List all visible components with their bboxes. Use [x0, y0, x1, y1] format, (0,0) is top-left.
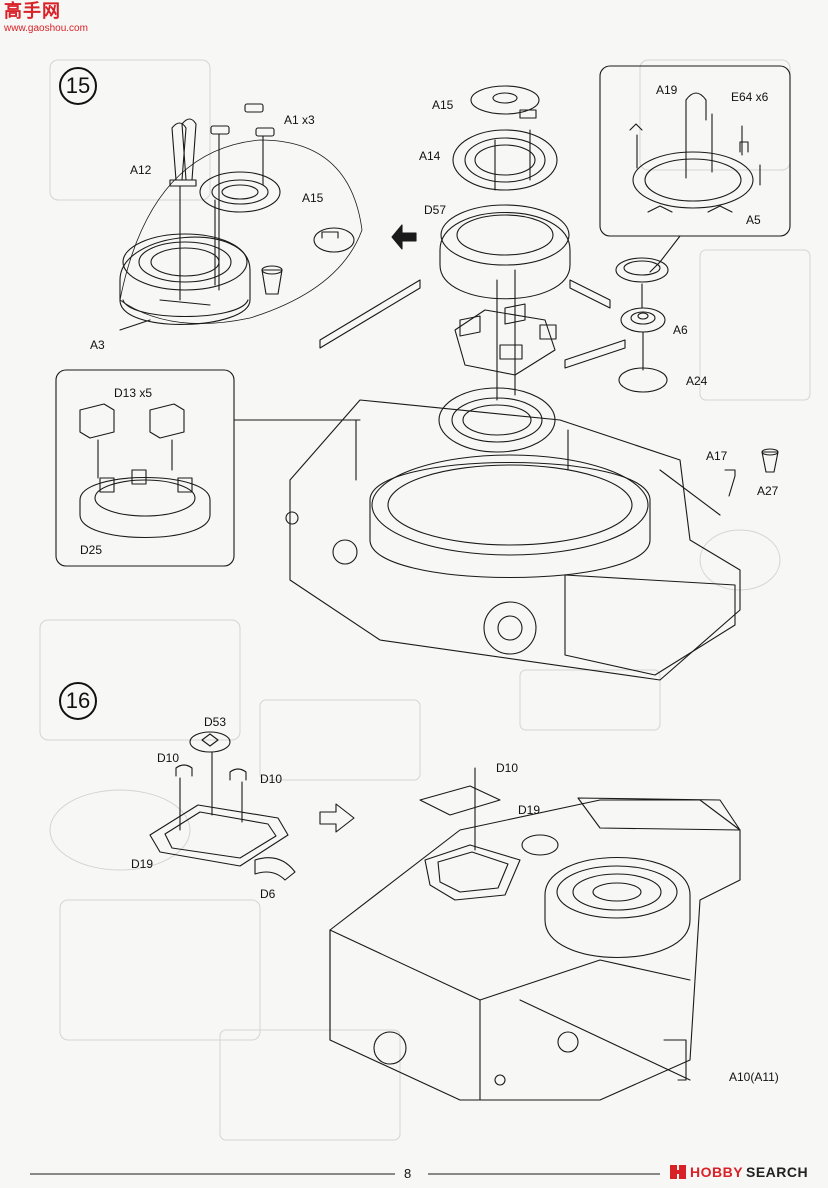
watermark-site-chars: 高手网 — [4, 1, 61, 22]
label-d19-left: D19 — [131, 857, 154, 871]
label-a15-top: A15 — [432, 98, 454, 112]
label-a3: A3 — [90, 338, 105, 352]
label-a17: A17 — [706, 449, 728, 463]
label-a14: A14 — [419, 149, 441, 163]
label-a5: A5 — [746, 213, 761, 227]
footer-brand-suffix: SEARCH — [746, 1164, 809, 1180]
step-number-16: 16 — [59, 682, 97, 720]
step-number-15: 15 — [59, 67, 97, 105]
label-d10-main: D10 — [496, 761, 519, 775]
gaoshou-logo-icon: 高手网 www.gaoshou.com — [4, 1, 88, 38]
hobbysearch-logo-icon: HOBBY SEARCH — [668, 1162, 822, 1182]
label-d6: D6 — [260, 887, 276, 901]
label-d13-x5: D13 x5 — [114, 386, 153, 400]
label-e64-x6: E64 x6 — [731, 90, 769, 104]
footer-brand: HOBBY — [690, 1164, 744, 1180]
label-a1-x3: A1 x3 — [284, 113, 315, 127]
label-a19: A19 — [656, 83, 678, 97]
hobbysearch-mark-icon — [670, 1165, 686, 1179]
label-d10-right: D10 — [260, 772, 283, 786]
label-a12: A12 — [130, 163, 152, 177]
page-number: 8 — [404, 1166, 412, 1181]
background-ghost-art — [39, 59, 811, 1141]
label-d19-main: D19 — [518, 803, 541, 817]
label-a27: A27 — [757, 484, 779, 498]
label-d10-left: D10 — [157, 751, 180, 765]
label-d25: D25 — [80, 543, 103, 557]
label-d53: D53 — [204, 715, 227, 729]
label-d57: D57 — [424, 203, 447, 217]
watermark-site-url: www.gaoshou.com — [4, 23, 88, 34]
label-a6: A6 — [673, 323, 688, 337]
label-a15-left: A15 — [302, 191, 324, 205]
label-a24: A24 — [686, 374, 708, 388]
label-a10-a11: A10(A11) — [729, 1070, 779, 1084]
